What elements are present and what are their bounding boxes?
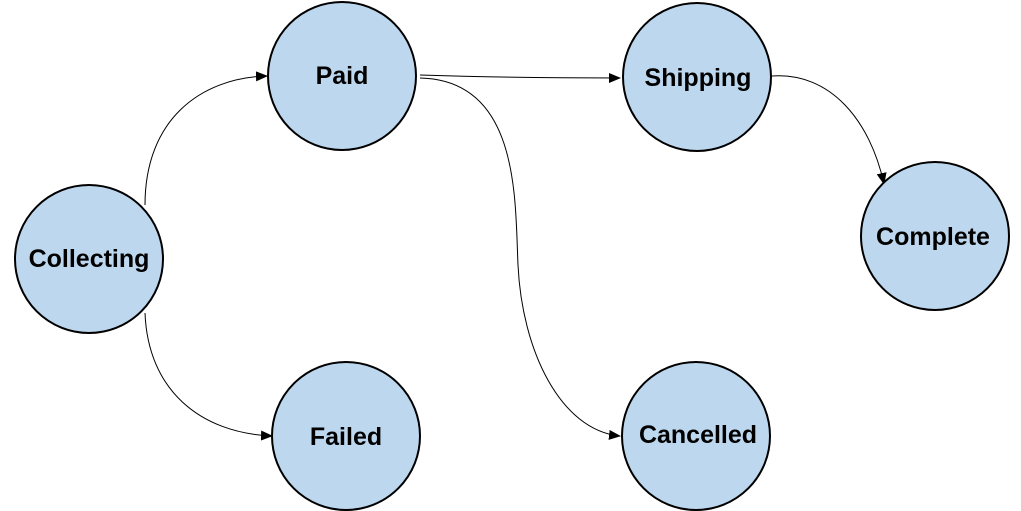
node-circle	[267, 1, 417, 151]
state-node-failed: Failed	[271, 361, 421, 511]
node-circle	[860, 161, 1010, 311]
edge-collecting-to-failed	[144, 312, 273, 441]
state-node-shipping: Shipping	[622, 2, 772, 152]
edge-paid-to-shipping	[419, 72, 621, 83]
state-node-paid: Paid	[267, 1, 417, 151]
node-label: Cancelled	[639, 421, 757, 449]
node-circle	[271, 361, 421, 511]
edge-collecting-to-paid	[144, 71, 268, 206]
node-label: Shipping	[645, 64, 752, 92]
edge-shipping-to-complete	[771, 75, 887, 185]
state-node-complete: Complete	[860, 161, 1010, 311]
node-label: Complete	[876, 223, 990, 251]
node-label: Paid	[316, 62, 369, 90]
node-circle	[622, 2, 772, 152]
edge-paid-to-cancelled	[419, 77, 621, 440]
node-circle	[14, 184, 164, 334]
edges	[144, 71, 887, 441]
state-node-cancelled: Cancelled	[621, 361, 771, 511]
node-label: Failed	[310, 423, 382, 451]
state-node-collecting: Collecting	[14, 184, 164, 334]
node-label: Collecting	[29, 245, 150, 273]
node-circle	[621, 361, 771, 511]
